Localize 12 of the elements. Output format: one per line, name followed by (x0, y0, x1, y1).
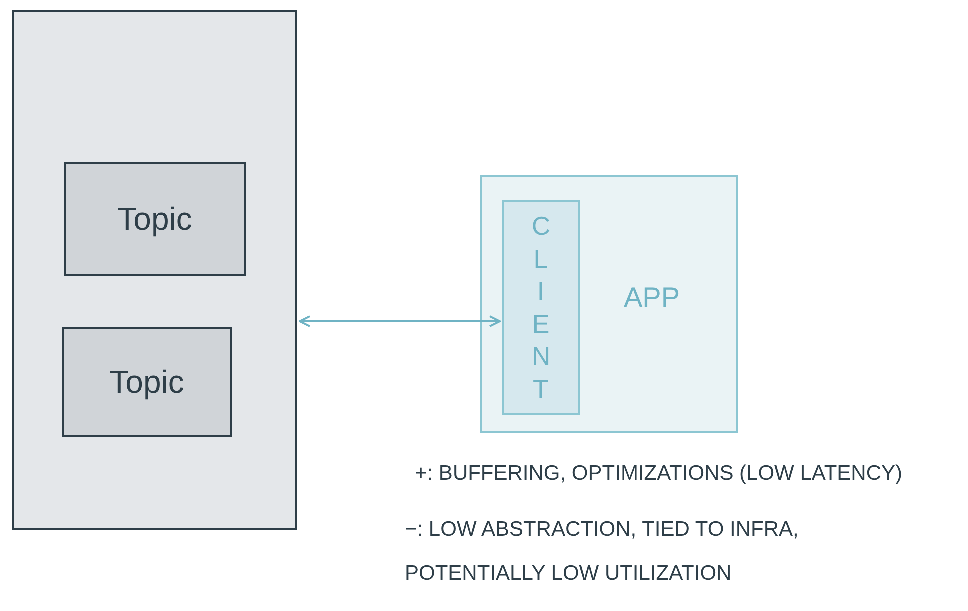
app-label: APP (624, 281, 680, 315)
topic-label: Topic (118, 200, 192, 239)
client-label: CLIENT (532, 210, 550, 406)
note-text: +: BUFFERING, OPTIMIZATIONS (LOW LATENCY) (415, 461, 904, 487)
client-box (502, 200, 580, 415)
topic-box (62, 327, 232, 437)
topic-box (64, 162, 246, 276)
topic-label: Topic (110, 363, 184, 402)
note-text: −: LOW ABSTRACTION, TIED TO INFRA, POTENTIALLY LOW UTILIZATION (405, 517, 800, 587)
cluster-box (12, 10, 297, 530)
app-box (480, 175, 738, 433)
double-arrow (299, 316, 501, 328)
